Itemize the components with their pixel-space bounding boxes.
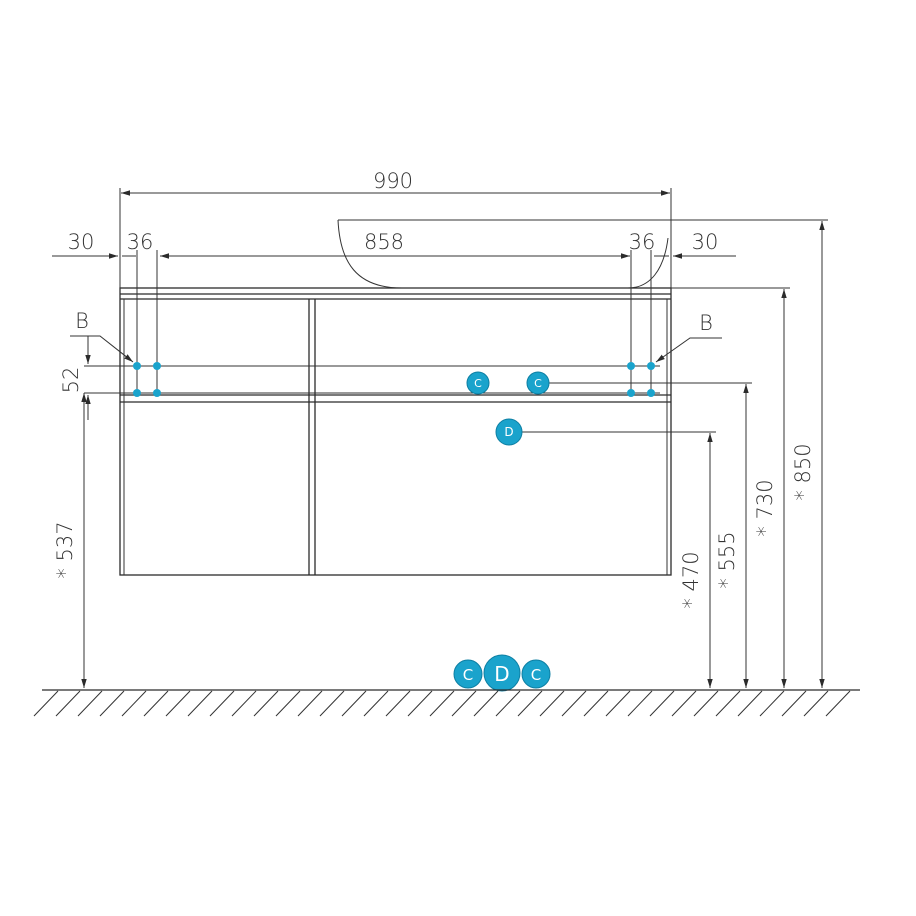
mount-dot	[627, 389, 635, 397]
hatch-line	[143, 690, 169, 717]
hatch-line	[561, 690, 587, 717]
hatch-line	[231, 690, 257, 717]
hatch-line	[715, 690, 741, 717]
hatch-line	[275, 690, 301, 717]
mount-dot	[133, 362, 141, 370]
dim-537: * 537	[53, 393, 87, 688]
hatch-line	[451, 690, 477, 717]
mount-dot	[647, 389, 655, 397]
hatch-line	[55, 690, 81, 717]
hanger-rails-right	[630, 250, 652, 393]
dim-555: * 555	[545, 382, 752, 688]
hatch-line	[803, 690, 829, 717]
dim-990-label: 990	[373, 169, 413, 193]
hatch-line	[627, 690, 653, 717]
dim-30-left-label: 30	[68, 230, 95, 254]
hatch-line	[99, 690, 125, 717]
hatch-line	[77, 690, 103, 717]
mount-dot	[647, 362, 655, 370]
hatch-line	[363, 690, 389, 717]
hatch-line	[297, 690, 323, 717]
legend-c-left-label: C	[463, 666, 473, 684]
hatch-line	[121, 690, 147, 717]
b-left-label: B	[75, 309, 89, 333]
hatch-line	[583, 690, 609, 717]
hatch-line	[495, 690, 521, 717]
hatch-line	[209, 690, 235, 717]
basin-outline	[337, 219, 669, 289]
b-leader-right: B	[655, 311, 722, 363]
hatch-line	[649, 690, 675, 717]
dim-470: * 470	[518, 431, 716, 688]
b-leader-left: B	[70, 309, 134, 363]
hatch-line	[517, 690, 543, 717]
marker-d: D	[495, 418, 523, 446]
hatch-line	[341, 690, 367, 717]
hatch-line	[825, 690, 851, 717]
b-right-label: B	[699, 311, 713, 335]
legend-c-right-label: C	[531, 666, 541, 684]
mount-dot	[153, 389, 161, 397]
hatch-line	[737, 690, 763, 717]
hatch-line	[605, 690, 631, 717]
dim-row-2: 30 36 858 36 30	[52, 230, 736, 259]
hatch-line	[165, 690, 191, 717]
dim-470-label: * 470	[679, 551, 703, 608]
legend-d-label: D	[494, 662, 509, 686]
floor-hatch	[33, 690, 851, 717]
hatch-line	[385, 690, 411, 717]
hatch-line	[253, 690, 279, 717]
dim-858-label: 858	[364, 230, 404, 254]
dim-730: * 730	[671, 287, 790, 688]
marker-c-left: C	[466, 371, 490, 395]
mount-dot	[153, 362, 161, 370]
marker-c-right-label: C	[534, 377, 542, 390]
hatch-line	[693, 690, 719, 717]
hatch-line	[187, 690, 213, 717]
dim-555-label: * 555	[715, 531, 739, 588]
hatch-line	[539, 690, 565, 717]
dim-850-label: * 850	[791, 443, 815, 500]
marker-c-right: C	[526, 371, 550, 395]
hatch-line	[473, 690, 499, 717]
mount-dot	[627, 362, 635, 370]
marker-c-left-label: C	[474, 377, 482, 390]
hatch-line	[407, 690, 433, 717]
legend-markers: C C D	[453, 654, 551, 692]
mount-dot	[133, 389, 141, 397]
hatch-line	[319, 690, 345, 717]
hatch-line	[671, 690, 697, 717]
hatch-line	[759, 690, 785, 717]
dim-30-right-label: 30	[692, 230, 719, 254]
dim-52-label: 52	[59, 367, 83, 394]
hatch-line	[781, 690, 807, 717]
dim-537-label: * 537	[53, 521, 77, 578]
floor	[33, 689, 860, 717]
mount-dots	[133, 362, 655, 397]
dim-730-label: * 730	[753, 479, 777, 536]
hanger-rails-left	[136, 250, 158, 393]
marker-d-label: D	[504, 425, 513, 439]
dim-36-left-label: 36	[127, 230, 154, 254]
hatch-line	[429, 690, 455, 717]
dim-850: * 850	[338, 219, 828, 688]
dim-52: 52	[59, 336, 91, 420]
dim-990: 990	[119, 169, 672, 300]
hatch-line	[33, 690, 59, 717]
